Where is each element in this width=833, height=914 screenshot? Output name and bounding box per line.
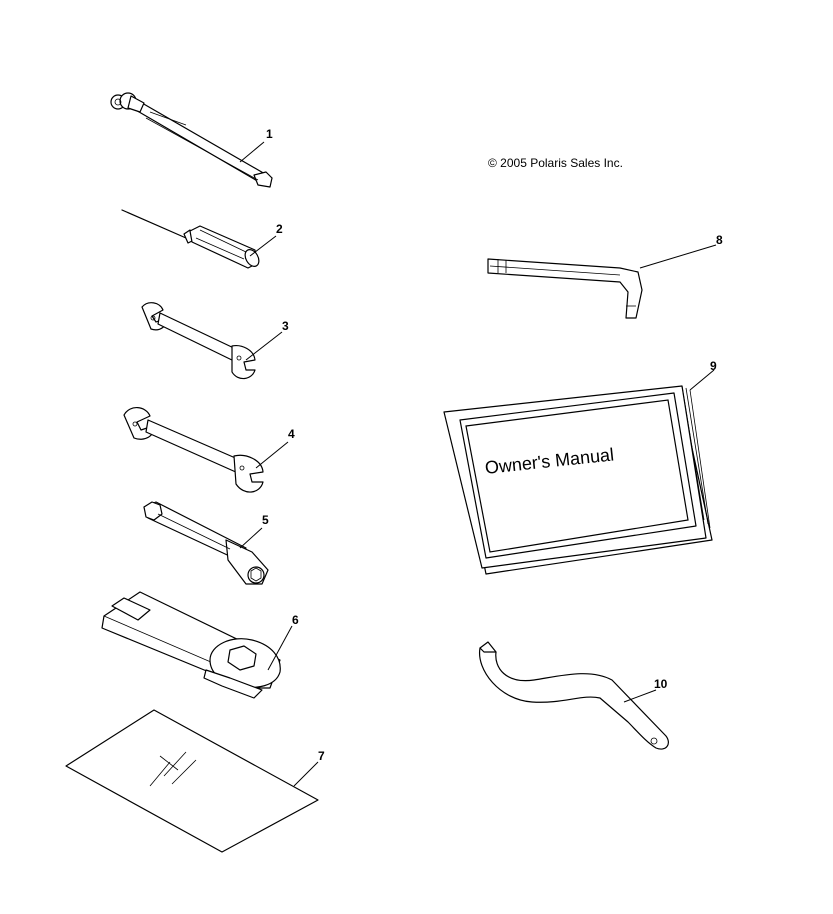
callout-3: 3 <box>282 319 289 333</box>
callout-4: 4 <box>288 427 295 441</box>
callout-10: 10 <box>654 677 668 691</box>
part-5-socket-wrench <box>143 501 269 585</box>
callout-9: 9 <box>710 359 717 373</box>
callout-8: 8 <box>716 233 723 247</box>
part-10-hook-spanner <box>479 641 669 750</box>
callout-5: 5 <box>262 513 269 527</box>
callout-7: 7 <box>318 749 325 763</box>
part-9-owners-manual <box>443 385 713 575</box>
part-1-tire-gauge <box>110 92 273 188</box>
part-8-hex-key <box>487 258 643 319</box>
part-6-spanner-tool <box>101 591 281 699</box>
part-3-wrench <box>141 302 256 380</box>
part-4-wrench <box>123 407 264 493</box>
callout-6: 6 <box>292 613 299 627</box>
leader-lines <box>239 141 717 787</box>
part-7-plastic-bag <box>65 709 319 853</box>
callout-2: 2 <box>276 222 283 236</box>
part-2-screwdriver <box>121 209 260 269</box>
copyright-notice: © 2005 Polaris Sales Inc. <box>488 156 623 170</box>
callout-1: 1 <box>266 127 273 141</box>
